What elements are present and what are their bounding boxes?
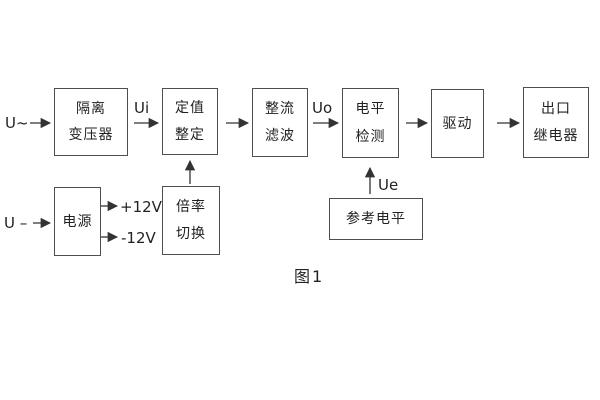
label-uo: Uo <box>312 99 333 117</box>
block-isolation-transformer: 隔离 变压器 <box>54 88 128 156</box>
label-ui: Ui <box>134 99 150 117</box>
label-input-dc: U – <box>4 214 28 232</box>
block-label: 倍率 <box>176 199 206 215</box>
block-reference-level: 参考电平 <box>329 198 423 240</box>
label-ue: Ue <box>378 176 399 194</box>
label-minus-12v: -12V <box>121 229 156 247</box>
block-label: 电平 <box>355 101 386 118</box>
block-level-detect: 电平 检测 <box>342 88 399 158</box>
block-label: 定值 <box>175 100 205 117</box>
block-label: 整流 <box>265 101 295 117</box>
block-setting-adjust: 定值 整定 <box>162 88 218 155</box>
block-label: 切换 <box>176 226 206 242</box>
label-plus-12v: +12V <box>120 198 162 216</box>
block-output-relay: 出口 继电器 <box>523 87 589 158</box>
block-label: 出口 <box>541 100 571 117</box>
block-label: 滤波 <box>265 128 295 144</box>
block-rectify-filter: 整流 滤波 <box>252 88 308 157</box>
block-label: 整定 <box>175 126 205 143</box>
block-ratio-switch: 倍率 切换 <box>162 186 220 255</box>
block-power-supply: 电源 <box>54 187 101 256</box>
block-label: 驱动 <box>442 115 473 132</box>
block-label: 变压器 <box>68 127 114 144</box>
label-input-ac: U~ <box>5 114 29 132</box>
block-drive: 驱动 <box>431 89 484 158</box>
figure-caption: 图1 <box>294 267 325 286</box>
block-label: 参考电平 <box>346 211 406 227</box>
block-label: 检测 <box>355 128 386 145</box>
block-label: 隔离 <box>76 100 106 117</box>
block-label: 电源 <box>62 213 93 230</box>
block-label: 继电器 <box>533 128 579 145</box>
